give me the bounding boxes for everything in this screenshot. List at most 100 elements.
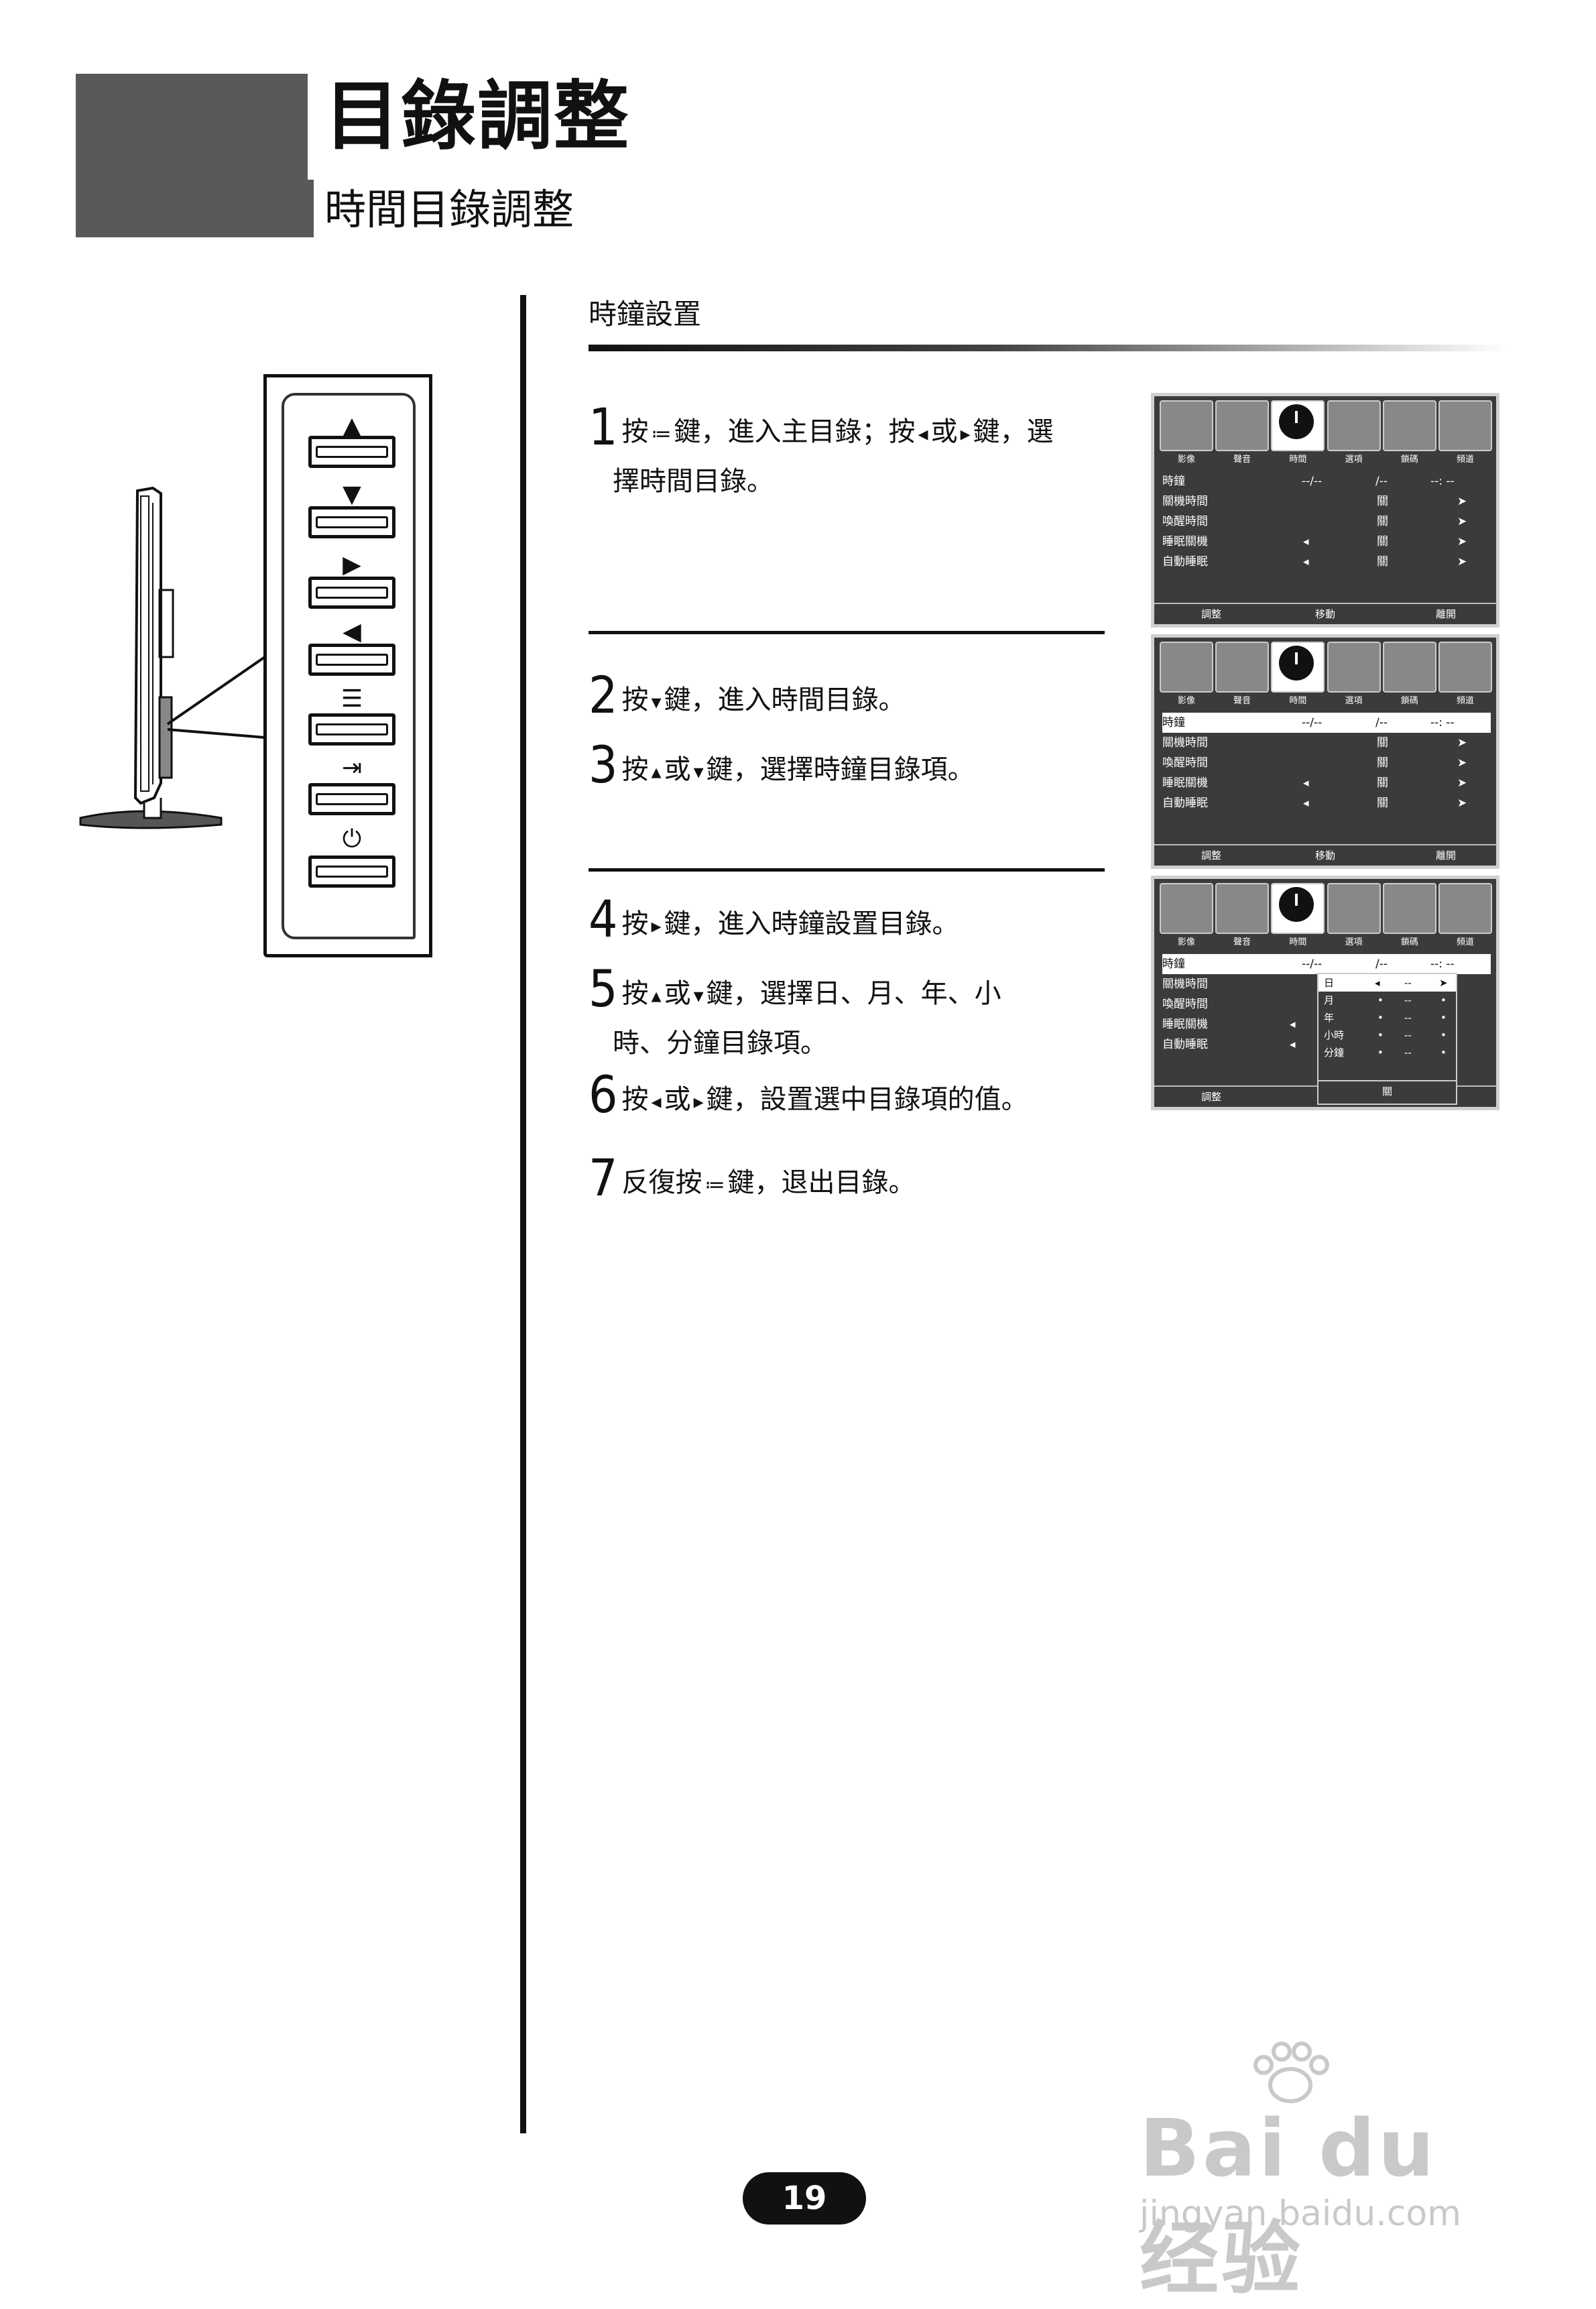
step-number: 6 bbox=[589, 1065, 618, 1124]
step-text: 鍵，進入時間目錄。 bbox=[664, 685, 906, 715]
step-text: 或 bbox=[664, 1084, 691, 1115]
down-key-icon: ▾ bbox=[651, 691, 662, 714]
step-divider bbox=[589, 868, 1105, 872]
menu-footer: 調整 移動 離開 bbox=[1154, 844, 1496, 866]
menu-row-auto-sleep: 自動睡眠◂關➤ bbox=[1162, 555, 1467, 569]
lock-tab-icon: 鎖碼 bbox=[1382, 642, 1436, 706]
menu-row-clock: 時鐘--/--/----: -- bbox=[1162, 475, 1455, 488]
tv-side-illustration bbox=[79, 486, 223, 829]
watermark-url: jingyan.baidu.com bbox=[1140, 2194, 1461, 2234]
menu-tabs: 影像 聲音 時間 選項 鎖碼 頻道 bbox=[1160, 642, 1492, 706]
menu-key-icon: ≔ bbox=[704, 1173, 725, 1197]
submenu-close: 關 bbox=[1318, 1080, 1456, 1098]
down-key[interactable] bbox=[308, 506, 395, 538]
left-key-icon: ◂ bbox=[918, 422, 928, 446]
step-number: 1 bbox=[589, 397, 618, 457]
page-number: 19 bbox=[743, 2172, 866, 2225]
vertical-divider bbox=[520, 295, 526, 2133]
step-number: 2 bbox=[589, 665, 618, 725]
power-key[interactable] bbox=[308, 855, 395, 888]
lock-tab-icon: 鎖碼 bbox=[1382, 400, 1436, 465]
step-divider bbox=[589, 631, 1105, 634]
menu-row-auto-sleep: 自動睡眠◂關➤ bbox=[1162, 796, 1467, 810]
clock-tab-icon: 時間 bbox=[1271, 883, 1325, 947]
clock-tab-icon: 時間 bbox=[1271, 642, 1325, 706]
step-text: 按 bbox=[621, 1084, 649, 1115]
menu-row-off-time: 關機時間關➤ bbox=[1162, 495, 1467, 508]
step-text: 或 bbox=[930, 416, 958, 447]
menu-row-on-time: 喚醒時間 bbox=[1162, 998, 1208, 1011]
step-number: 4 bbox=[589, 889, 618, 949]
right-key[interactable] bbox=[308, 577, 395, 609]
submenu-row-year: 年•--• bbox=[1324, 1012, 1447, 1024]
options-tab-icon: 選項 bbox=[1327, 642, 1381, 706]
down-key-icon: ▾ bbox=[693, 760, 704, 784]
down-arrow-icon: ▼ bbox=[343, 481, 361, 508]
page-title: 目錄調整 bbox=[324, 73, 630, 160]
step-text: 按 bbox=[621, 978, 649, 1009]
step-text: 鍵，選擇日、月、年、小 bbox=[706, 978, 1001, 1009]
menu-row-off-time: 關機時間關➤ bbox=[1162, 736, 1467, 750]
step-text: 鍵，選擇時鐘目錄項。 bbox=[706, 754, 975, 785]
input-key[interactable] bbox=[308, 783, 395, 815]
picture-tab-icon: 影像 bbox=[1160, 642, 1213, 706]
step-text: 按 bbox=[621, 754, 649, 785]
step-text: 鍵，退出目錄。 bbox=[727, 1167, 916, 1198]
up-key-icon: ▴ bbox=[651, 760, 662, 784]
step-text: 鍵，進入時鐘設置目錄。 bbox=[664, 908, 959, 939]
tv-menu-screenshot-2: 影像 聲音 時間 選項 鎖碼 頻道 時鐘--/--/----: -- 關機時間關… bbox=[1151, 634, 1499, 869]
menu-key-icon: ≔ bbox=[651, 422, 672, 446]
menu-row-on-time: 喚醒時間關➤ bbox=[1162, 515, 1467, 528]
menu-rows: 時鐘--/--/----: -- 關機時間關➤ 喚醒時間關➤ 睡眠關機◂關➤ 自… bbox=[1162, 471, 1491, 572]
submenu-row-minute: 分鐘•--• bbox=[1324, 1047, 1447, 1059]
submenu-row-day: 日◂--➤ bbox=[1318, 974, 1456, 992]
menu-row-clock: 時鐘--/--/----: -- bbox=[1162, 954, 1491, 974]
paw-icon bbox=[1253, 2041, 1329, 2103]
power-icon: ⏻ bbox=[342, 825, 362, 853]
sound-tab-icon: 聲音 bbox=[1215, 642, 1270, 706]
menu-row-sleep: 睡眠關機◂關➤ bbox=[1162, 776, 1467, 790]
right-key-icon: ▸ bbox=[960, 422, 971, 446]
menu-footer: 調整 移動 離開 bbox=[1154, 603, 1496, 624]
picture-tab-icon: 影像 bbox=[1160, 883, 1213, 947]
up-key[interactable] bbox=[308, 436, 395, 468]
channel-tab-icon: 頻道 bbox=[1438, 883, 1492, 947]
up-arrow-icon: ▲ bbox=[343, 412, 361, 440]
menu-row-on-time: 喚醒時間關➤ bbox=[1162, 756, 1467, 770]
menu-row-clock: 時鐘--/--/----: -- bbox=[1162, 713, 1491, 733]
baidu-watermark: Bai du 经验 jingyan.baidu.com bbox=[1140, 2038, 1542, 2305]
tv-menu-screenshot-1: 影像 聲音 時間 選項 鎖碼 頻道 時鐘--/--/----: -- 關機時間關… bbox=[1151, 393, 1499, 628]
menu-list-icon: ☰ bbox=[341, 685, 363, 713]
left-key[interactable] bbox=[308, 644, 395, 676]
step-text: 或 bbox=[664, 754, 691, 785]
submenu-row-hour: 小時•--• bbox=[1324, 1029, 1447, 1041]
step-text: 或 bbox=[664, 978, 691, 1009]
menu-key[interactable] bbox=[308, 713, 395, 746]
callout-lines bbox=[166, 656, 266, 739]
menu-row-off-time: 關機時間 bbox=[1162, 978, 1208, 991]
left-key-icon: ◂ bbox=[651, 1090, 662, 1114]
sound-tab-icon: 聲音 bbox=[1215, 883, 1270, 947]
step-text: 按 bbox=[621, 908, 649, 939]
page-subtitle: 時間目錄調整 bbox=[324, 185, 574, 234]
section-title: 時鐘設置 bbox=[589, 298, 702, 331]
step-text-cont: 時、分鐘目錄項。 bbox=[613, 1028, 827, 1059]
step-text: 反復按 bbox=[621, 1167, 702, 1198]
menu-row-auto-sleep: 自動睡眠◂ bbox=[1162, 1038, 1296, 1051]
step-number: 5 bbox=[589, 959, 618, 1018]
options-tab-icon: 選項 bbox=[1327, 883, 1381, 947]
step-text: 鍵，進入主目錄；按 bbox=[674, 416, 916, 447]
step-text: 按 bbox=[621, 685, 649, 715]
menu-row-sleep: 睡眠關機◂ bbox=[1162, 1018, 1296, 1031]
picture-tab-icon: 影像 bbox=[1160, 400, 1213, 465]
down-key-icon: ▾ bbox=[693, 984, 704, 1008]
options-tab-icon: 選項 bbox=[1327, 400, 1381, 465]
clock-submenu: 日◂--➤ 月•--• 年•--• 小時•--• 分鐘•--• 關 bbox=[1317, 973, 1457, 1105]
